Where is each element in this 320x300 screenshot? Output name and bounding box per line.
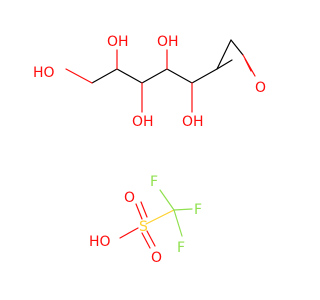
bond-c4-c3: [141, 68, 168, 84]
bond-s-c: [145, 209, 175, 225]
label-s: S: [139, 219, 148, 235]
label-o-aldehyde: O: [255, 80, 266, 96]
bond-co-2: [244, 58, 252, 72]
bond-c5-c4: [116, 68, 143, 84]
bond-s-o-top-1: [135, 203, 143, 220]
bond-c-f-bottom: [173, 209, 183, 237]
bond-s-oh: [119, 227, 139, 239]
bond-c6-o: [65, 68, 93, 84]
triflic-acid-molecule: F F F O O S HO: [89, 174, 202, 266]
bond-s-o-top-2: [140, 201, 148, 218]
bond-co-1: [242, 54, 256, 77]
bond-ald-2: [230, 39, 244, 56]
bond-s-o-bottom-1: [141, 232, 151, 249]
bond-c3-c2: [166, 68, 193, 84]
label-oh-c2: OH: [182, 114, 204, 130]
bond-c1-c-ald: [216, 59, 233, 70]
label-f-bottom: F: [177, 240, 185, 256]
label-oh-c4: OH: [132, 114, 154, 130]
label-f-right: F: [194, 202, 202, 218]
bond-c-f-right: [173, 208, 193, 211]
molecule-diagram: HO OH OH OH OH O F F F O O S HO: [33, 34, 266, 266]
bond-c-f-left: [159, 189, 175, 211]
bond-c2-c1: [191, 68, 218, 84]
label-o-bottom: O: [151, 250, 162, 266]
sugar-molecule: HO OH OH OH OH O: [33, 34, 266, 130]
label-ho-c6: HO: [33, 65, 55, 81]
label-f-left: F: [150, 174, 158, 190]
label-o-top: O: [124, 190, 135, 206]
label-oh-sulfonic: HO: [89, 234, 111, 250]
bond-s-o-bottom-2: [146, 230, 156, 247]
bond-ald-1a: [216, 39, 232, 70]
label-oh-c3: OH: [157, 34, 179, 50]
bond-c6-c5: [91, 68, 118, 84]
label-oh-c5: OH: [107, 34, 129, 50]
